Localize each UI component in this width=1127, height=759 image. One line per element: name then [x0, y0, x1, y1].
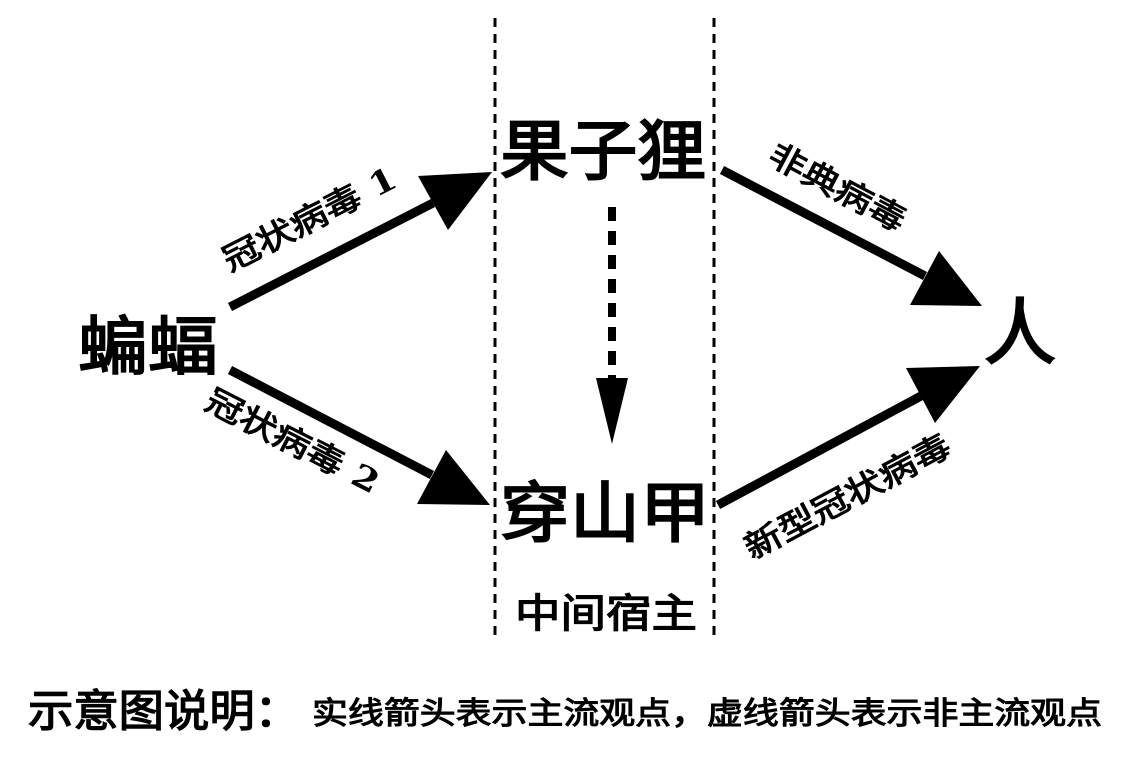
edge-label-bat-civet: 冠状病毒 1 — [216, 159, 403, 279]
legend: 示意图说明： 实线箭头表示主流观点，虚线箭头表示非主流观点 — [28, 686, 1102, 737]
node-bat: 蝙蝠 — [78, 310, 218, 385]
dashed-arrow-civet-to-pangolin — [596, 207, 628, 444]
arrow-bat-to-civet — [227, 172, 492, 312]
legend-text: 实线箭头表示主流观点，虚线箭头表示非主流观点 — [312, 696, 1102, 732]
node-pangolin: 穿山甲 — [500, 474, 710, 552]
arrow-civet-to-human — [719, 166, 982, 306]
legend-title: 示意图说明： — [28, 686, 300, 737]
arrow-bat-to-pangolin — [227, 366, 490, 505]
node-human: 人 — [984, 290, 1056, 375]
arrow-pangolin-to-human — [715, 366, 980, 509]
edge-label-pangolin-human: 新型冠状病毒 — [738, 426, 957, 567]
intermediate-host-label: 中间宿主 — [515, 590, 697, 637]
node-civet: 果子狸 — [500, 112, 706, 190]
edge-label-civet-human: 非典病毒 — [762, 136, 912, 240]
